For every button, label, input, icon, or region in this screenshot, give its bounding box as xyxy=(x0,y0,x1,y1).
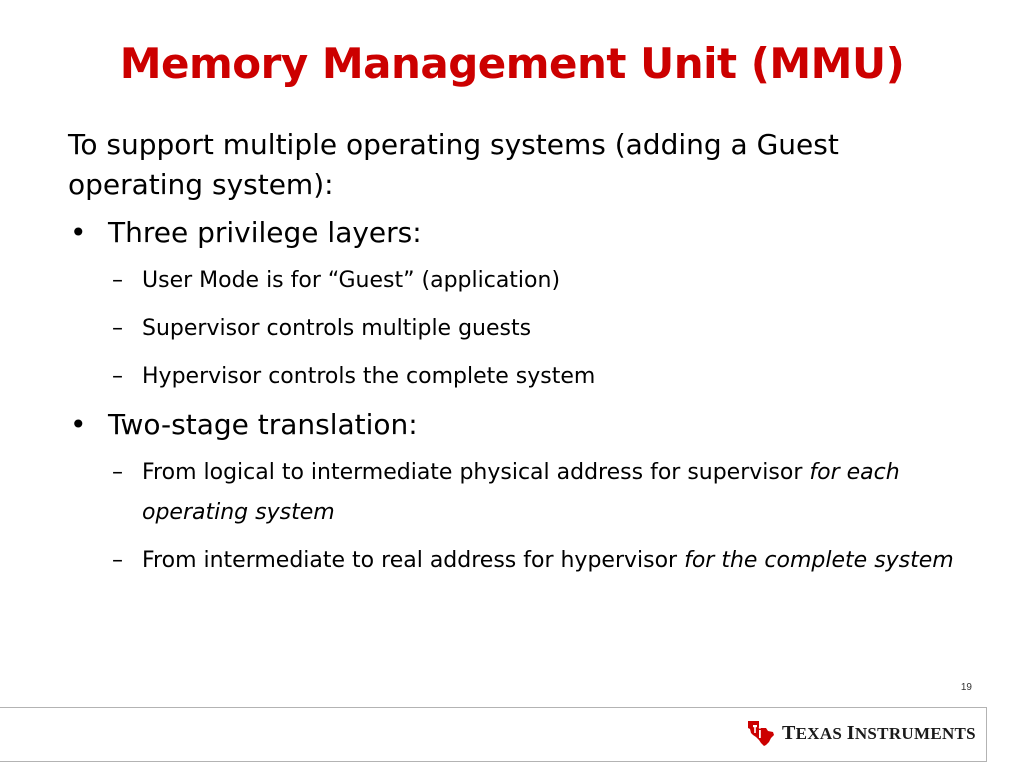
intro-paragraph: To support multiple operating systems (a… xyxy=(68,128,839,201)
bullet-marker: • xyxy=(70,216,87,249)
slide-body: To support multiple operating systems (a… xyxy=(68,125,973,589)
ti-logo: TEXAS INSTRUMENTS xyxy=(746,718,976,748)
sub-bullet-text: Hypervisor controls the complete system xyxy=(142,364,596,389)
sub-bullet-text: From logical to intermediate physical ad… xyxy=(142,460,810,485)
sub-bullet-item: – Hypervisor controls the complete syste… xyxy=(68,357,973,397)
bullet-marker: • xyxy=(70,408,87,441)
sub-bullet-item: – Supervisor controls multiple guests xyxy=(68,309,973,349)
slide-title: Memory Management Unit (MMU) xyxy=(119,39,905,88)
sub-bullet-italic-text: for the complete system xyxy=(684,548,954,573)
sub-bullet-marker: – xyxy=(112,460,123,485)
sub-bullet-marker: – xyxy=(112,364,123,389)
sub-bullet-marker: – xyxy=(112,316,123,341)
bullet-item: • Two-stage translation: xyxy=(68,405,973,445)
sub-bullet-text: User Mode is for “Guest” (application) xyxy=(142,268,561,293)
footer-bar xyxy=(0,707,987,762)
sub-bullet-text: From intermediate to real address for hy… xyxy=(142,548,685,573)
page-number: 19 xyxy=(960,682,972,693)
sub-bullet-marker: – xyxy=(112,268,123,293)
bullet-text: Two-stage translation: xyxy=(108,408,418,441)
bullet-item: • Three privilege layers: xyxy=(68,213,973,253)
bullet-text: Three privilege layers: xyxy=(108,216,422,249)
sub-bullet-text: Supervisor controls multiple guests xyxy=(142,316,532,341)
ti-wordmark: TEXAS INSTRUMENTS xyxy=(782,721,976,744)
sub-bullet-item: – From intermediate to real address for … xyxy=(68,541,973,581)
texas-state-logo-icon xyxy=(748,721,774,746)
sub-bullet-marker: – xyxy=(112,548,123,573)
sub-bullet-item: – User Mode is for “Guest” (application) xyxy=(68,261,973,301)
sub-bullet-item: – From logical to intermediate physical … xyxy=(68,453,973,533)
sub-bullet-italic-text: for each operating system xyxy=(142,460,900,525)
